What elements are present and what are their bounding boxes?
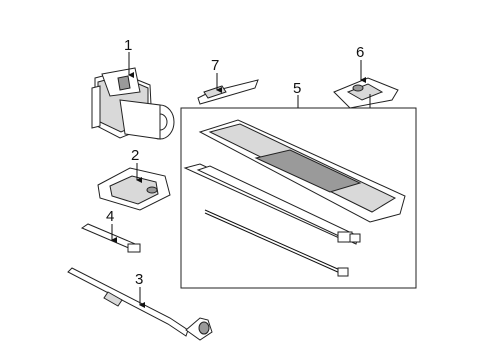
- part-1-hoist: [91, 67, 175, 140]
- part-6-retainer: [333, 77, 399, 109]
- callout-4: 4: [106, 208, 114, 225]
- callout-3: 3: [135, 271, 143, 288]
- part-2-plate: [97, 167, 171, 211]
- callout-2: 2: [131, 147, 139, 164]
- callout-1: 1: [124, 37, 132, 54]
- part-7-bracket: [197, 79, 259, 105]
- callout-5: 5: [293, 80, 301, 97]
- part-5-tool-kit: [180, 95, 417, 289]
- part-4-handle: [80, 223, 141, 253]
- callout-6: 6: [356, 44, 364, 61]
- part-3-rod: [67, 267, 213, 341]
- callout-7: 7: [211, 57, 219, 74]
